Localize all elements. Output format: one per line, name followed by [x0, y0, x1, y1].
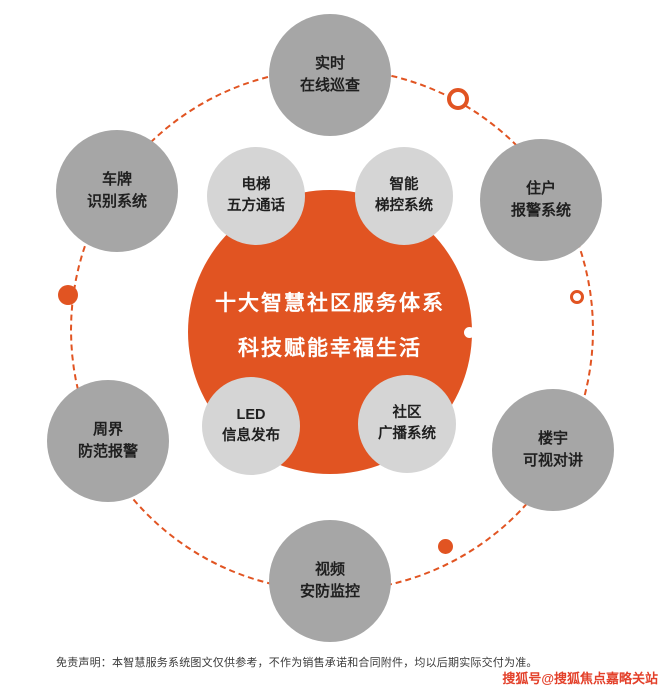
node-label: 车牌 识别系统 — [87, 169, 147, 213]
node-resident-alarm-system: 住户 报警系统 — [480, 139, 602, 261]
node-label: LED 信息发布 — [222, 405, 280, 447]
node-license-plate-recognition: 车牌 识别系统 — [56, 130, 178, 252]
center-title-line2: 科技赋能幸福生活 — [238, 337, 422, 360]
node-label-line2: 广播系统 — [378, 426, 436, 442]
node-label-line2: 安防监控 — [299, 583, 360, 600]
ring-dot-solid-bottom-right — [438, 539, 453, 554]
node-label-line2: 报警系统 — [510, 202, 571, 219]
node-label-line1: 视频 — [314, 561, 345, 579]
ring-dot-solid-left — [58, 285, 78, 305]
node-led-information-release: LED 信息发布 — [202, 377, 300, 475]
node-realtime-online-inspection: 实时 在线巡查 — [269, 14, 391, 136]
node-label-line2: 可视对讲 — [522, 452, 583, 469]
node-label: 住户 报警系统 — [511, 178, 571, 222]
node-label-line1: 电梯 — [241, 176, 271, 193]
node-label: 电梯 五方通话 — [227, 175, 285, 217]
node-label-line2: 识别系统 — [86, 193, 147, 210]
node-elevator-five-way-call: 电梯 五方通话 — [207, 147, 305, 245]
node-label: 视频 安防监控 — [300, 559, 360, 603]
node-label: 智能 梯控系统 — [375, 175, 433, 217]
node-label-line1: 车牌 — [101, 171, 132, 189]
node-perimeter-alarm: 周界 防范报警 — [47, 380, 169, 502]
node-label: 周界 防范报警 — [78, 419, 138, 463]
ring-dot-hollow-top-right — [447, 88, 469, 110]
node-label-line1: 周界 — [92, 421, 123, 439]
node-community-broadcast-system: 社区 广播系统 — [358, 375, 456, 473]
ring-dot-hollow-right — [570, 290, 584, 304]
node-label: 楼宇 可视对讲 — [523, 428, 583, 472]
node-label-line2: 梯控系统 — [375, 198, 433, 214]
node-label-line2: 防范报警 — [77, 443, 138, 460]
node-label-line1: 社区 — [392, 404, 422, 421]
node-label-line2: 信息发布 — [222, 428, 280, 444]
node-building-video-intercom: 楼宇 可视对讲 — [492, 389, 614, 511]
node-label-line1: 实时 — [314, 55, 345, 73]
center-title-line1: 十大智慧社区服务体系 — [215, 291, 445, 315]
center-edge-dot-white — [464, 327, 475, 338]
node-label-line2: 在线巡查 — [299, 77, 360, 94]
disclaimer-text: 免责声明：本智慧服务系统图文仅供参考，不作为销售承诺和合同附件，均以后期实际交付… — [56, 657, 538, 669]
node-video-security-monitoring: 视频 安防监控 — [269, 520, 391, 642]
node-smart-elevator-control: 智能 梯控系统 — [355, 147, 453, 245]
node-label-line1: 住户 — [525, 180, 556, 198]
watermark-text: 搜狐号@搜狐焦点嘉略关站 — [502, 671, 658, 686]
node-label-line1: LED — [236, 406, 266, 423]
node-label: 社区 广播系统 — [378, 403, 436, 445]
node-label: 实时 在线巡查 — [300, 53, 360, 97]
node-label-line1: 楼宇 — [537, 430, 568, 448]
node-label-line1: 智能 — [389, 176, 419, 193]
node-label-line2: 五方通话 — [227, 198, 285, 214]
